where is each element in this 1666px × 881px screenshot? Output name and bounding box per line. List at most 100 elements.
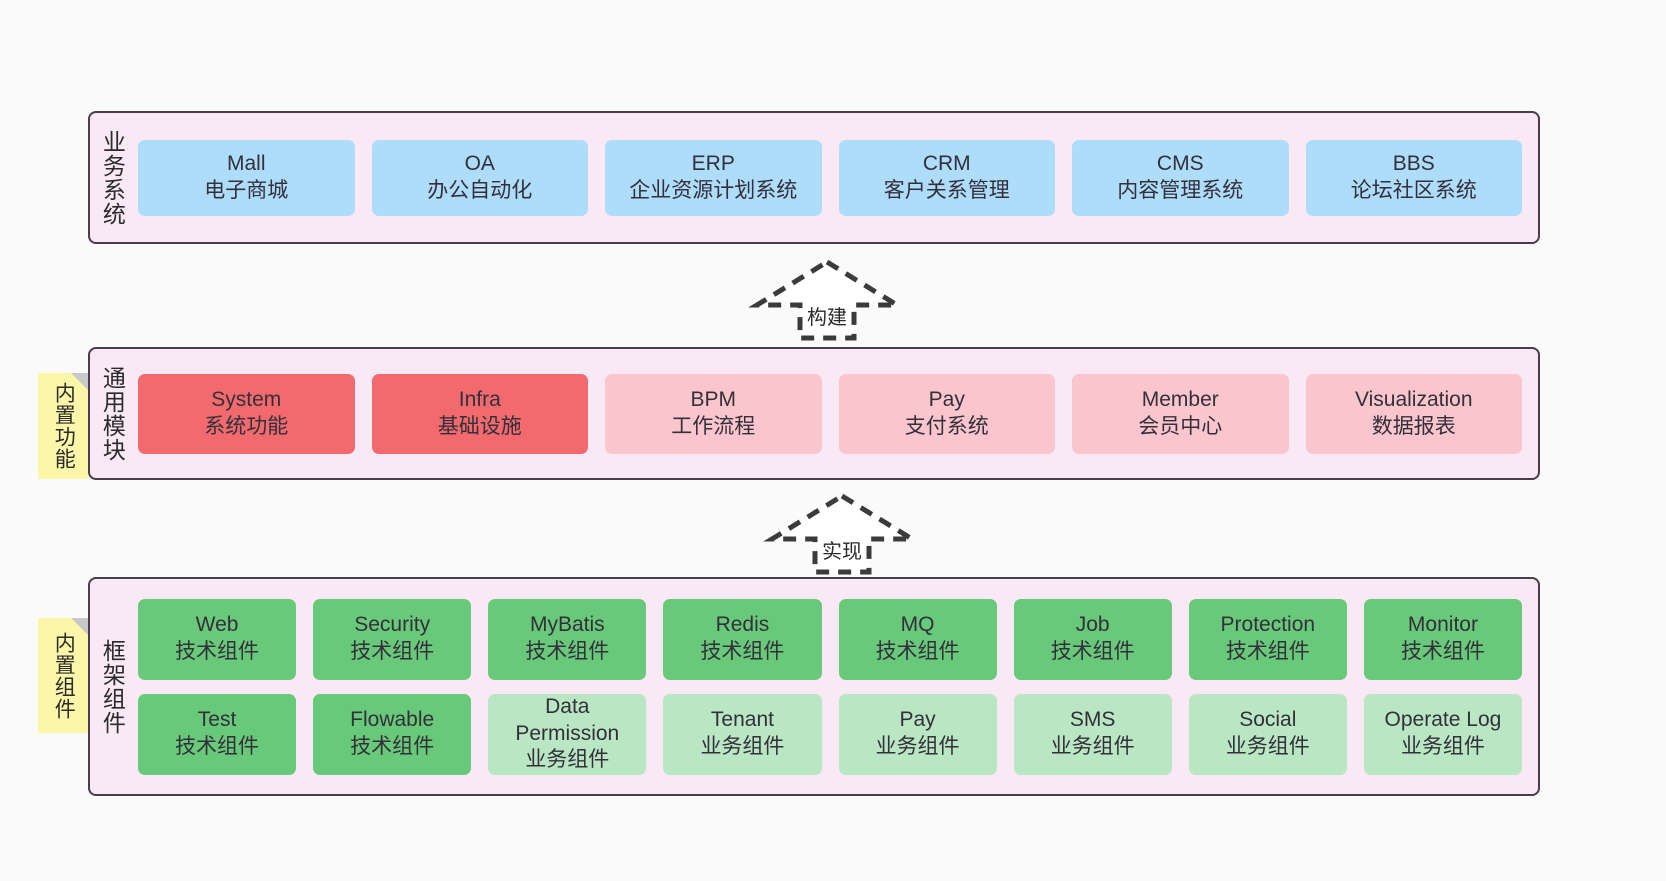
card-title: System — [211, 387, 282, 411]
card-title: MQ — [900, 613, 935, 637]
card-title: Test — [197, 708, 237, 732]
card-title: Monitor — [1407, 613, 1478, 637]
card-title: OA — [464, 151, 495, 175]
card-data-permission[interactable]: Data Permission 业务组件 — [488, 693, 647, 775]
card-mall[interactable]: Mall 电子商城 — [138, 139, 355, 216]
card-subtitle: 企业资源计划系统 — [629, 178, 798, 202]
card-sms[interactable]: SMS 业务组件 — [1013, 693, 1172, 775]
card-title: Operate Log — [1384, 708, 1502, 732]
card-title: ERP — [691, 151, 735, 175]
card-subtitle: 会员中心 — [1138, 414, 1223, 438]
card-subtitle: 业务组件 — [1225, 735, 1310, 758]
card-social[interactable]: Social 业务组件 — [1188, 693, 1347, 775]
card-subtitle: 业务组件 — [525, 748, 610, 772]
card-title: CRM — [922, 151, 971, 175]
card-subtitle: 工作流程 — [671, 414, 756, 438]
modules-card-row: System 系统功能 Infra 基础设施 BPM 工作流程 Pay 支付系统… — [138, 373, 1522, 454]
card-subtitle: 电子商城 — [204, 178, 289, 202]
card-subtitle: 业务组件 — [1400, 735, 1485, 758]
card-subtitle: 内容管理系统 — [1117, 178, 1244, 202]
card-mybatis[interactable]: MyBatis 技术组件 — [488, 598, 647, 680]
card-subtitle: 办公自动化 — [427, 178, 533, 202]
card-subtitle: 技术组件 — [875, 640, 960, 663]
card-subtitle: 技术组件 — [1225, 640, 1310, 663]
card-title: BBS — [1392, 151, 1435, 175]
card-title: Infra — [458, 387, 501, 411]
card-subtitle: 技术组件 — [700, 640, 785, 663]
card-pay-component[interactable]: Pay 业务组件 — [838, 693, 997, 775]
card-title: BPM — [690, 387, 736, 411]
card-erp[interactable]: ERP 企业资源计划系统 — [605, 139, 822, 216]
sticky-note-builtin-components: 内置组件 — [38, 618, 88, 733]
card-cms[interactable]: CMS 内容管理系统 — [1072, 139, 1289, 216]
layer-modules-title: 通用模块 — [99, 365, 126, 462]
card-title: Redis — [715, 613, 770, 637]
card-title: SMS — [1069, 708, 1116, 732]
layer-framework-components: 框架组件 Web 技术组件 Security 技术组件 MyBatis 技术组件… — [88, 577, 1540, 796]
card-pay-module[interactable]: Pay 支付系统 — [838, 373, 1055, 454]
card-flowable[interactable]: Flowable 技术组件 — [313, 693, 472, 775]
card-subtitle: 技术组件 — [350, 735, 435, 758]
card-title: Mall — [226, 151, 266, 175]
card-subtitle: 论坛社区系统 — [1350, 178, 1477, 202]
card-title: Member — [1141, 387, 1219, 411]
card-subtitle: 技术组件 — [1050, 640, 1135, 663]
framework-card-row-1: Web 技术组件 Security 技术组件 MyBatis 技术组件 Redi… — [138, 598, 1522, 680]
connector-build-arrow: 构建 — [748, 258, 906, 341]
card-subtitle: 业务组件 — [875, 735, 960, 758]
layer-business-systems: 业务系统 Mall 电子商城 OA 办公自动化 ERP 企业资源计划系统 CRM… — [88, 111, 1540, 244]
business-card-row: Mall 电子商城 OA 办公自动化 ERP 企业资源计划系统 CRM 客户关系… — [138, 139, 1522, 216]
card-mq[interactable]: MQ 技术组件 — [838, 598, 997, 680]
card-title: Flowable — [350, 708, 435, 732]
card-system[interactable]: System 系统功能 — [138, 373, 355, 454]
card-title: Tenant — [710, 708, 774, 732]
layer-common-modules: 通用模块 System 系统功能 Infra 基础设施 BPM 工作流程 Pay… — [88, 347, 1540, 480]
card-title: Social — [1239, 708, 1297, 732]
card-title: Job — [1075, 613, 1110, 637]
card-protection[interactable]: Protection 技术组件 — [1188, 598, 1347, 680]
card-job[interactable]: Job 技术组件 — [1013, 598, 1172, 680]
card-title: Pay — [928, 387, 965, 411]
card-subtitle: 技术组件 — [175, 735, 260, 758]
card-monitor[interactable]: Monitor 技术组件 — [1363, 598, 1522, 680]
card-oa[interactable]: OA 办公自动化 — [371, 139, 588, 216]
card-title: Data Permission — [515, 694, 620, 745]
card-subtitle: 技术组件 — [350, 640, 435, 663]
card-subtitle: 数据报表 — [1371, 414, 1456, 438]
card-subtitle: 基础设施 — [437, 414, 522, 438]
layer-business-title: 业务系统 — [99, 129, 126, 226]
card-security[interactable]: Security 技术组件 — [313, 598, 472, 680]
card-title: CMS — [1156, 151, 1204, 175]
card-tenant[interactable]: Tenant 业务组件 — [663, 693, 822, 775]
card-redis[interactable]: Redis 技术组件 — [663, 598, 822, 680]
framework-card-row-2: Test 技术组件 Flowable 技术组件 Data Permission … — [138, 693, 1522, 775]
card-operate-log[interactable]: Operate Log 业务组件 — [1363, 693, 1522, 775]
card-subtitle: 系统功能 — [204, 414, 289, 438]
card-title: Protection — [1220, 613, 1316, 637]
connector-implement-arrow: 实现 — [763, 492, 921, 575]
card-subtitle: 技术组件 — [175, 640, 260, 663]
card-subtitle: 业务组件 — [1050, 735, 1135, 758]
card-title: Web — [195, 613, 239, 637]
card-title: MyBatis — [529, 613, 605, 637]
sticky-note-builtin-features: 内置功能 — [38, 373, 88, 479]
card-crm[interactable]: CRM 客户关系管理 — [838, 139, 1055, 216]
card-web[interactable]: Web 技术组件 — [138, 598, 297, 680]
card-bbs[interactable]: BBS 论坛社区系统 — [1305, 139, 1522, 216]
card-title: Security — [354, 613, 431, 637]
card-subtitle: 技术组件 — [525, 640, 610, 663]
layer-framework-title: 框架组件 — [99, 638, 126, 735]
card-title: Pay — [899, 708, 936, 732]
card-subtitle: 客户关系管理 — [883, 178, 1010, 202]
layer-business-body: Mall 电子商城 OA 办公自动化 ERP 企业资源计划系统 CRM 客户关系… — [134, 113, 1538, 242]
card-title: Visualization — [1354, 387, 1473, 411]
card-subtitle: 技术组件 — [1400, 640, 1485, 663]
card-member[interactable]: Member 会员中心 — [1072, 373, 1289, 454]
layer-framework-body: Web 技术组件 Security 技术组件 MyBatis 技术组件 Redi… — [134, 579, 1538, 794]
layer-modules-body: System 系统功能 Infra 基础设施 BPM 工作流程 Pay 支付系统… — [134, 349, 1538, 478]
card-bpm[interactable]: BPM 工作流程 — [605, 373, 822, 454]
card-infra[interactable]: Infra 基础设施 — [371, 373, 588, 454]
card-test[interactable]: Test 技术组件 — [138, 693, 297, 775]
card-visualization[interactable]: Visualization 数据报表 — [1305, 373, 1522, 454]
